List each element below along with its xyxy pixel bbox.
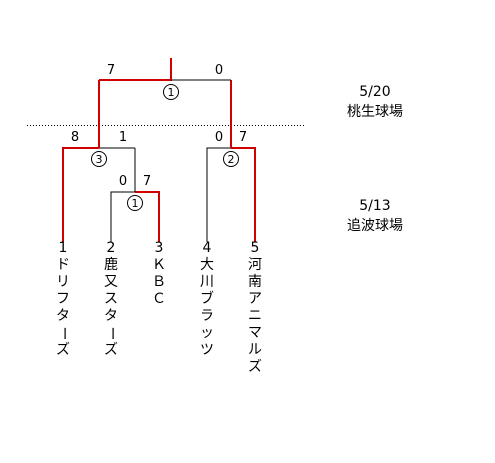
team-name-char: Ｃ — [152, 291, 166, 307]
team-name-char: ズ — [104, 342, 118, 358]
team-1: 1 ドリフターズ — [54, 240, 72, 359]
team-name-char: 河 — [248, 257, 262, 273]
team-name-char: 鹿 — [104, 257, 118, 273]
final-round-venue: 桃生球場 — [347, 104, 403, 120]
team-name-char: ニ — [248, 308, 262, 324]
team-name-char: ル — [248, 342, 262, 358]
team-name-char: 大 — [200, 257, 214, 273]
game-2-number: 2 — [223, 151, 239, 167]
early-round-venue: 追波球場 — [347, 218, 403, 234]
team-name-char: ド — [56, 257, 70, 273]
team-seed: 3 — [154, 240, 164, 256]
game-2-bracket — [206, 80, 256, 242]
team-name-char: ズ — [56, 342, 70, 358]
team-2: 2 鹿又スターズ — [102, 240, 120, 359]
team-name-char: 又 — [104, 274, 118, 290]
team-name-char: ー — [103, 326, 120, 341]
team-name-char: フ — [56, 291, 70, 307]
final-bracket — [99, 58, 231, 81]
final-score-right: 0 — [215, 63, 223, 78]
game-2-score-left: 0 — [215, 130, 223, 145]
final-score-left: 7 — [107, 63, 115, 78]
team-name-char: ブ — [200, 291, 214, 307]
team-name-char: ラ — [200, 308, 214, 324]
team-seed: 2 — [106, 240, 116, 256]
team-name-char: タ — [104, 308, 118, 324]
team-name-char: ズ — [248, 359, 262, 375]
game-1-bracket — [110, 148, 160, 242]
final-round-info: 5/20 桃生球場 — [330, 82, 420, 122]
team-name: ドリフターズ — [54, 257, 72, 359]
team-4: 4 大川ブラッツ — [198, 240, 216, 359]
team-name: 河南アニマルズ — [246, 257, 264, 376]
final-game-number: 1 — [163, 84, 179, 100]
team-name-char: ッ — [200, 325, 214, 341]
team-seed: 4 — [202, 240, 212, 256]
svg-text:3: 3 — [96, 153, 103, 166]
game-3-score-left: 8 — [71, 130, 79, 145]
svg-text:1: 1 — [168, 86, 175, 99]
game-1-number: 1 — [127, 195, 143, 211]
game-3-score-right: 1 — [119, 130, 127, 145]
team-name-char: ア — [248, 291, 262, 307]
team-name-char: 川 — [200, 274, 214, 290]
game-1-score-left: 0 — [119, 174, 127, 189]
team-name-char: ツ — [200, 342, 214, 358]
team-name-char: 南 — [248, 274, 262, 290]
game-2-score-right: 7 — [239, 130, 247, 145]
svg-text:1: 1 — [132, 197, 139, 210]
game-1-score-right: 7 — [143, 174, 151, 189]
team-name-char: マ — [248, 325, 262, 341]
team-name: 鹿又スターズ — [102, 257, 120, 359]
team-name-char: Ｋ — [152, 257, 166, 273]
team-seed: 5 — [250, 240, 260, 256]
early-round-info: 5/13 追波球場 — [330, 196, 420, 236]
team-name-char: ス — [104, 291, 118, 307]
team-5: 5 河南アニマルズ — [246, 240, 264, 376]
team-name: 大川ブラッツ — [198, 257, 216, 359]
game-3-bracket — [62, 80, 135, 242]
team-name-char: ー — [55, 326, 72, 341]
svg-text:2: 2 — [228, 153, 235, 166]
final-round-date: 5/20 — [359, 84, 391, 100]
early-round-date: 5/13 — [359, 198, 391, 214]
team-seed: 1 — [58, 240, 68, 256]
team-name-char: リ — [56, 274, 70, 290]
team-name-char: タ — [56, 308, 70, 324]
game-3-number: 3 — [91, 151, 107, 167]
team-name-char: Ｂ — [152, 274, 166, 290]
